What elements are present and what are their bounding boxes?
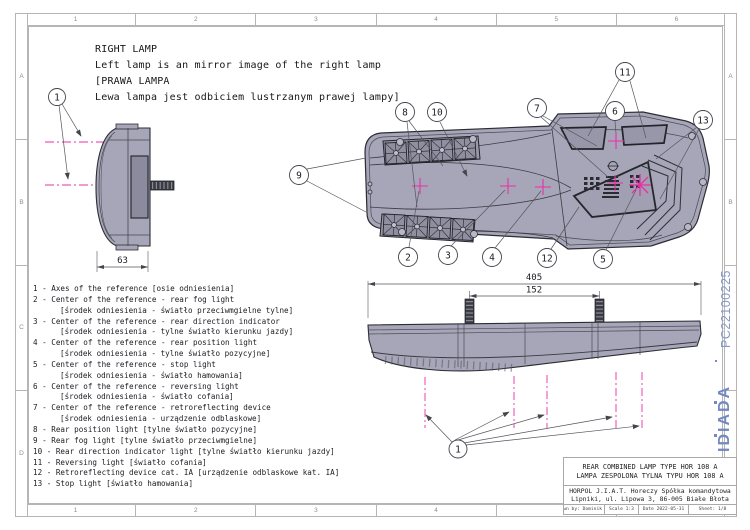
legend-item: 12 - Retroreflecting device cat. IA [urz… xyxy=(33,468,340,478)
zone-label: 2 xyxy=(135,14,255,25)
header-line: [PRAWA LAMPA xyxy=(95,76,170,87)
title-block-company: HORPOL J.I.A.T. Horeczy Spółka komandyto… xyxy=(564,486,736,505)
legend-item: 7 - Center of the reference - retrorefle… xyxy=(33,403,271,424)
title-block: REAR COMBINED LAMP TYPE HOR 108 A LAMPA … xyxy=(563,457,737,515)
title-block-meta: Drawn by: Dominik Bąk Scale 1:3 Date 202… xyxy=(564,505,736,514)
idiada-logo: IDIADA xyxy=(716,384,733,452)
lamp-title-pl: LAMPA ZESPOLONA TYLNA TYPU HOR 108 A xyxy=(576,471,724,480)
legend-item: 3 - Center of the reference - rear direc… xyxy=(33,316,294,337)
frame-right-zones: A B xyxy=(724,13,737,517)
zone-label: 4 xyxy=(375,14,496,25)
date-cell: Date 2022-05-31 xyxy=(638,505,688,514)
legend-item: 11 - Reversing light [światło cofania] xyxy=(33,457,207,467)
drawn-by-cell: Drawn by: Dominik Bąk xyxy=(564,507,604,512)
header-line: Left lamp is an mirror image of the righ… xyxy=(95,60,382,71)
zone-label: 3 xyxy=(255,14,375,25)
frame-top-zones: 1 2 3 4 5 6 xyxy=(15,13,737,26)
title-block-title: REAR COMBINED LAMP TYPE HOR 108 A LAMPA … xyxy=(564,458,736,486)
company-address: Lipniki, ul. Lipowa 3, 86-005 Białe Błot… xyxy=(571,495,729,503)
header-line: RIGHT LAMP xyxy=(95,44,158,55)
legend-item: 4 - Center of the reference - rear posit… xyxy=(33,338,271,359)
sheet-cell: Sheet: 1/8 xyxy=(688,505,736,514)
zone-label xyxy=(495,505,616,516)
logo-dot xyxy=(714,434,717,437)
legend-item: 10 - Rear direction indicator light [tyl… xyxy=(33,446,335,456)
zone-label: A xyxy=(19,72,24,80)
header-line: Lewa lampa jest odbiciem lustrzanym praw… xyxy=(95,92,400,103)
lamp-title-en: REAR COMBINED LAMP TYPE HOR 108 A xyxy=(582,462,718,471)
zone-label: 1 xyxy=(73,16,78,23)
zone-label: D xyxy=(16,390,27,516)
legend-item: 1 - Axes of the reference [osie odniesie… xyxy=(33,284,235,293)
legend-list: 1 - Axes of the reference [osie odniesie… xyxy=(33,284,339,490)
part-code: PC22100225 xyxy=(719,270,733,348)
frame-bottom-zones: 1 2 3 4 xyxy=(15,504,737,517)
zone-label: A xyxy=(728,72,733,80)
zone-label: C xyxy=(16,264,27,391)
legend-item: 2 - Center of the reference - rear fog l… xyxy=(33,294,294,315)
inner-frame xyxy=(28,26,723,504)
zone-label: 5 xyxy=(495,14,616,25)
legend-item: 5 - Center of the reference - stop light… xyxy=(33,359,243,380)
zone-label xyxy=(725,390,736,516)
zone-label xyxy=(725,264,736,391)
logo-dot xyxy=(715,360,717,362)
scale-cell: Scale 1:3 xyxy=(604,505,638,514)
legend-item: 6 - Center of the reference - reversing … xyxy=(33,381,239,402)
zone-label: 1 xyxy=(73,507,78,514)
company-name: HORPOL J.I.A.T. Horeczy Spółka komandyto… xyxy=(569,487,731,495)
frame-left-zones: A B C D xyxy=(15,13,28,517)
zone-label: 4 xyxy=(375,505,496,516)
zone-label: 3 xyxy=(255,505,375,516)
legend-item: 13 - Stop light [światło hamowania] xyxy=(33,479,194,489)
zone-label: B xyxy=(16,138,27,265)
drawing-header: RIGHT LAMP Left lamp is an mirror image … xyxy=(95,42,400,106)
legend-item: 8 - Rear position light [tylne światło p… xyxy=(33,424,258,434)
logo-dot xyxy=(714,401,717,404)
legend-item: 9 - Rear fog light [tylne światło przeci… xyxy=(33,435,258,445)
zone-label: B xyxy=(725,138,736,265)
zone-label: 2 xyxy=(135,505,255,516)
zone-label: 6 xyxy=(615,14,736,25)
